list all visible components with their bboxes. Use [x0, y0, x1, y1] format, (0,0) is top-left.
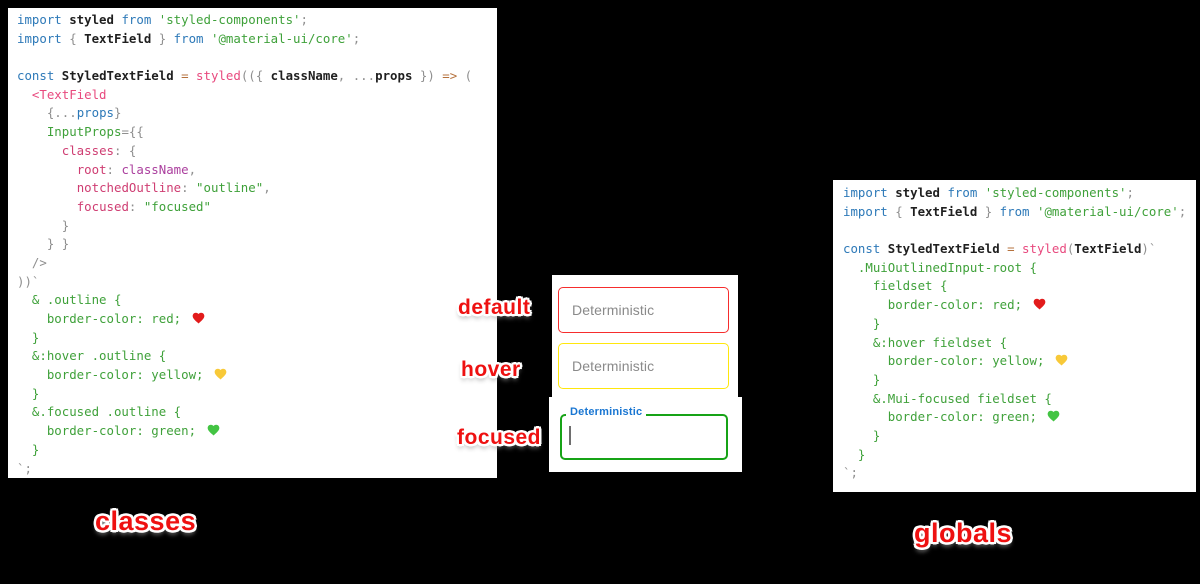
code-line: [843, 221, 1192, 240]
textfield-focused[interactable]: [560, 414, 728, 460]
code-line: border-color: green;: [17, 422, 491, 441]
code-line: }: [843, 446, 866, 462]
code-line: }: [17, 385, 40, 401]
annotation-globals: globals: [914, 518, 1013, 548]
text-cursor-caret: [569, 426, 571, 445]
code-line: ))`: [17, 273, 40, 289]
code-line: border-color: green;: [843, 408, 1192, 427]
code-line: }: [843, 427, 881, 443]
code-line: &:hover fieldset {: [843, 334, 1008, 350]
code-line: }: [17, 217, 70, 233]
code-line: .MuiOutlinedInput-root {: [843, 259, 1037, 275]
code-line: }: [17, 441, 40, 457]
code-line: &:hover .outline {: [17, 348, 167, 364]
code-line: }: [843, 315, 881, 331]
code-line: {...props}: [17, 105, 122, 121]
textfield-hover-placeholder: Deterministic: [572, 358, 655, 374]
code-line: InputProps={{: [46, 124, 144, 140]
code-line: root: className,: [76, 161, 197, 177]
code-line: [17, 48, 491, 67]
code-line: <TextField: [31, 86, 107, 102]
code-line: border-color: yellow;: [17, 366, 491, 385]
code-line: & .outline {: [17, 292, 122, 308]
annotation-default: default: [458, 296, 531, 319]
annotation-hover: hover: [461, 358, 521, 381]
code-line: &.focused .outline {: [17, 404, 182, 420]
code-line: classes: {: [61, 142, 137, 158]
code-line: fieldset {: [843, 278, 948, 294]
code-line: notchedOutline: "outline",: [76, 180, 271, 196]
code-line: border-color: red;: [17, 310, 491, 329]
code-line: border-color: red;: [843, 296, 1192, 315]
textfield-default[interactable]: Deterministic: [558, 287, 729, 333]
code-snippet-globals: import styled from 'styled-components'; i…: [833, 180, 1196, 492]
code-line: />: [17, 254, 47, 270]
code-line: } }: [17, 236, 70, 252]
heart-icon: [192, 312, 204, 324]
code-line: const StyledTextField = styled(({ classN…: [17, 68, 473, 84]
heart-icon: [1055, 354, 1068, 366]
code-line: `;: [843, 465, 858, 481]
code-line: import { TextField } from '@material-ui/…: [17, 30, 361, 46]
code-line: import styled from 'styled-components';: [843, 185, 1134, 200]
heart-icon: [214, 368, 227, 380]
textfield-hover[interactable]: Deterministic: [558, 343, 729, 389]
code-line: border-color: yellow;: [843, 352, 1192, 371]
heart-icon: [1048, 411, 1060, 422]
code-line: }: [843, 371, 881, 387]
heart-icon: [1033, 298, 1045, 310]
code-snippet-classes: import styled from 'styled-components'; i…: [8, 8, 497, 478]
code-line: &.Mui-focused fieldset {: [843, 390, 1052, 406]
textfield-focused-floating-label: Deterministic: [566, 405, 647, 419]
code-line: }: [17, 329, 40, 345]
heart-icon: [207, 424, 219, 436]
annotation-classes: classes: [95, 506, 197, 536]
code-line: `;: [17, 460, 32, 476]
code-line: import { TextField } from '@material-ui/…: [843, 203, 1187, 219]
code-line: const StyledTextField = styled(TextField…: [843, 241, 1157, 257]
code-line: import styled from 'styled-components';: [17, 12, 308, 27]
annotation-focused: focused: [457, 426, 542, 449]
textfield-default-placeholder: Deterministic: [572, 302, 655, 318]
code-line: focused: "focused": [76, 198, 211, 214]
